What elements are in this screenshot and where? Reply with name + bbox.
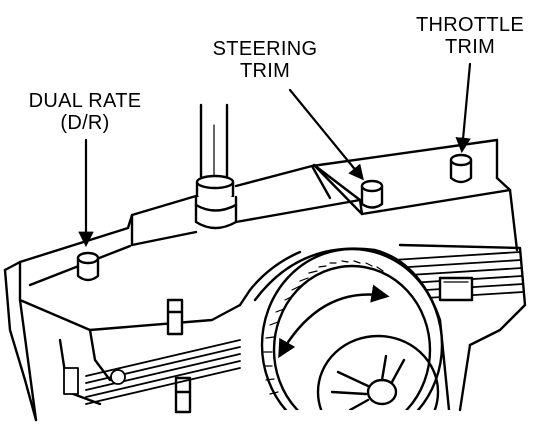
throttle-trim-label-line2: TRIM bbox=[444, 36, 496, 58]
throttle-trim-knob bbox=[449, 153, 473, 184]
steering-trim-label: STEERING TRIM bbox=[200, 38, 330, 82]
steering-trim-arrow bbox=[288, 88, 364, 181]
rotation-arrow bbox=[278, 284, 390, 359]
right-trim-slot bbox=[438, 276, 474, 302]
antenna-base bbox=[194, 174, 238, 230]
dual-rate-label-line2: (D/R) bbox=[60, 112, 110, 134]
left-grip-ridges bbox=[63, 339, 241, 405]
antenna bbox=[199, 103, 229, 182]
throttle-trim-label: THROTTLE TRIM bbox=[405, 14, 535, 58]
dual-rate-label-line1: DUAL RATE bbox=[28, 90, 142, 112]
dual-rate-label: DUAL RATE (D/R) bbox=[10, 90, 160, 134]
front-switch bbox=[166, 298, 184, 336]
steering-wheel bbox=[253, 247, 451, 410]
dual-rate-knob bbox=[76, 251, 100, 282]
steering-trim-label-line1: STEERING bbox=[212, 38, 318, 60]
lower-switch bbox=[174, 376, 192, 414]
throttle-trim-arrow bbox=[455, 62, 472, 154]
steering-trim-knob bbox=[360, 179, 384, 209]
throttle-trim-label-line1: THROTTLE bbox=[416, 14, 524, 36]
transmitter-top-shell bbox=[3, 138, 527, 422]
steering-trim-label-line2: TRIM bbox=[239, 60, 291, 82]
